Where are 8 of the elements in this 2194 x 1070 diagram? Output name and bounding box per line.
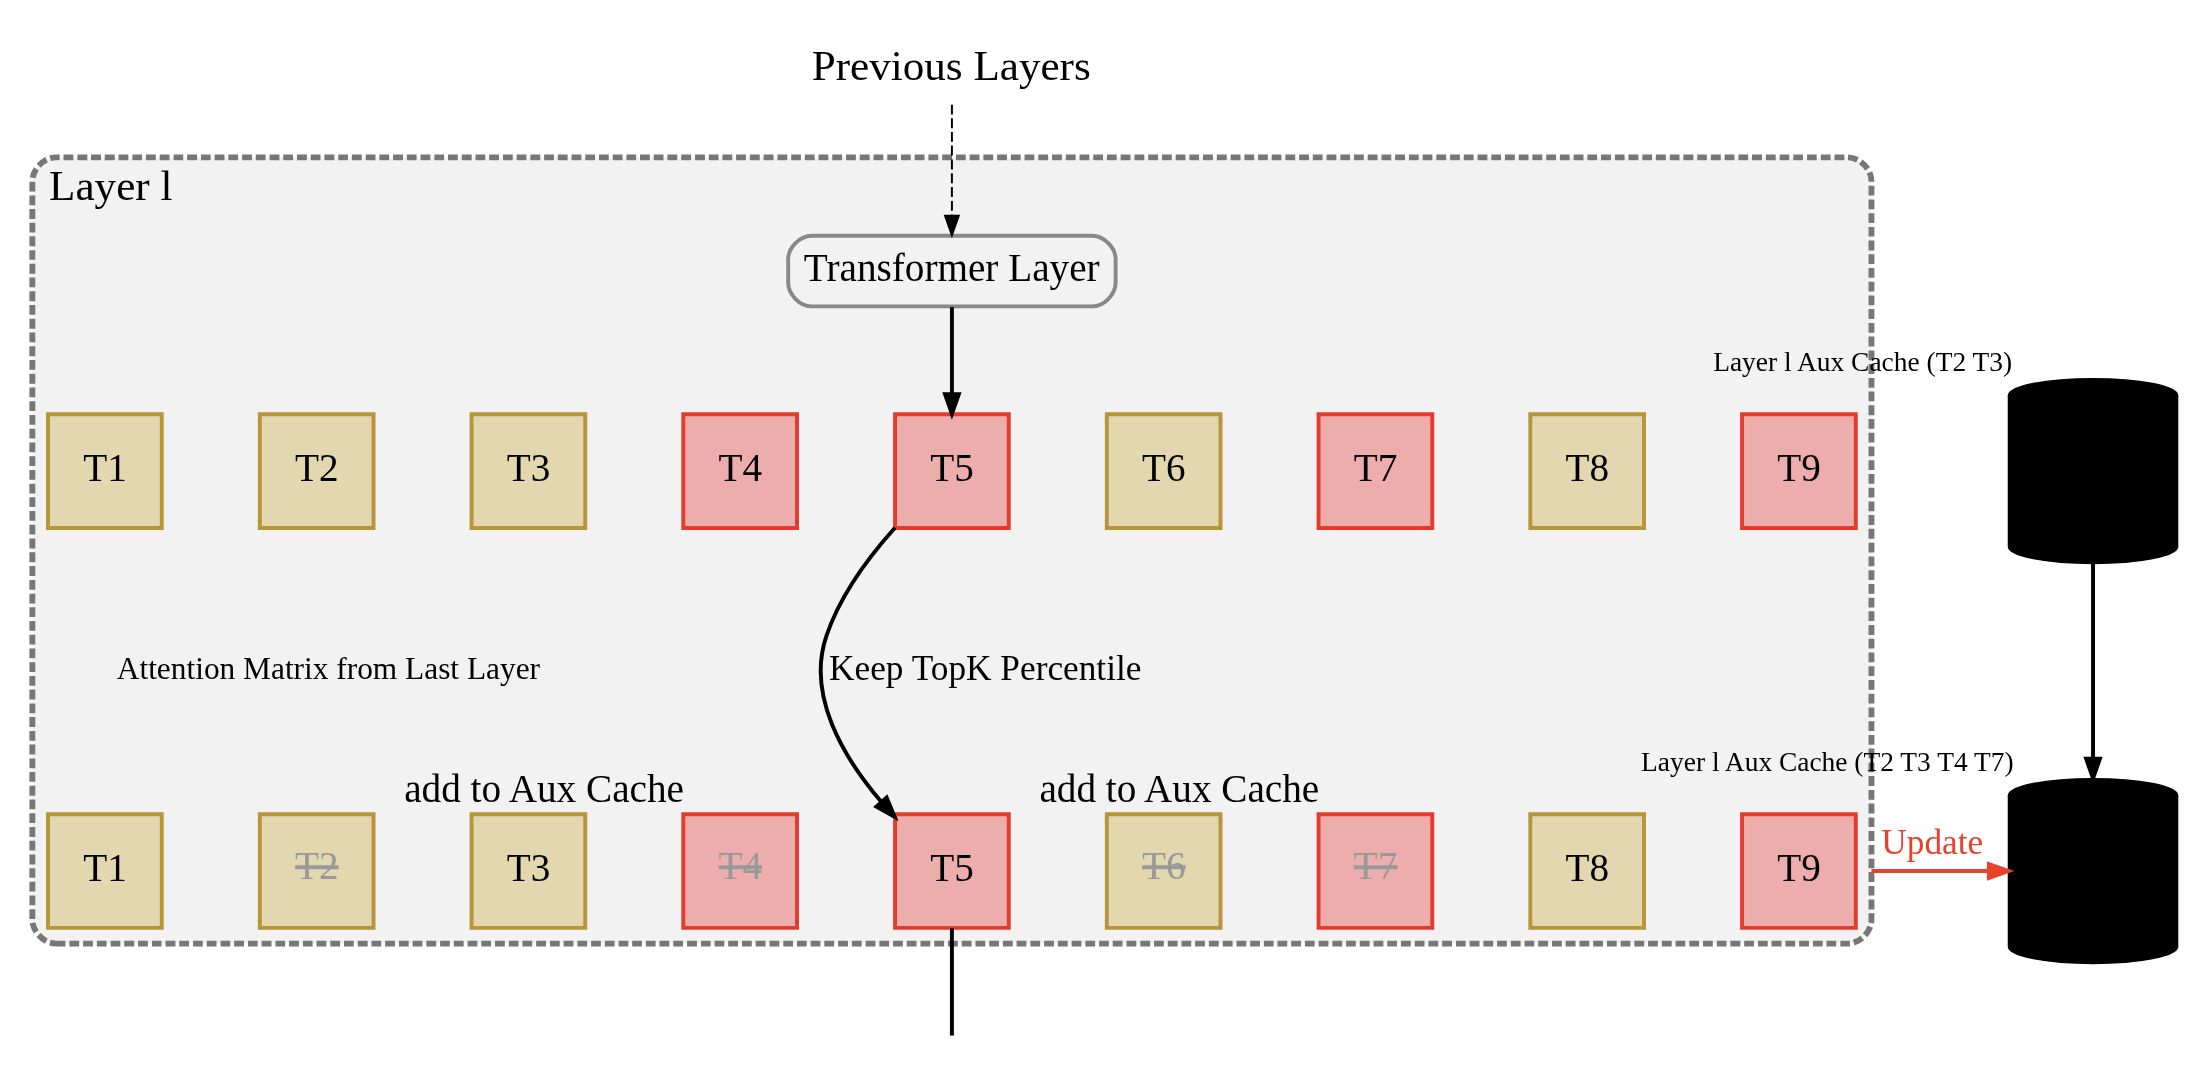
node-label: add to Aux Cache — [1039, 766, 1320, 810]
node-label: Layer l Aux Cache (T2 T3) — [1713, 346, 2013, 377]
edge-label: Keep TopK Percentile — [829, 648, 1142, 688]
node-label: add to Aux Cache — [404, 766, 684, 810]
node-label: Layer l Aux Cache (T2 T3 T4 T7) — [1641, 746, 2014, 777]
label: Attention Matrix from Last Layer — [116, 650, 541, 686]
edge-label: Update — [1881, 822, 1984, 862]
node-text: Previous Layers — [811, 41, 1091, 89]
